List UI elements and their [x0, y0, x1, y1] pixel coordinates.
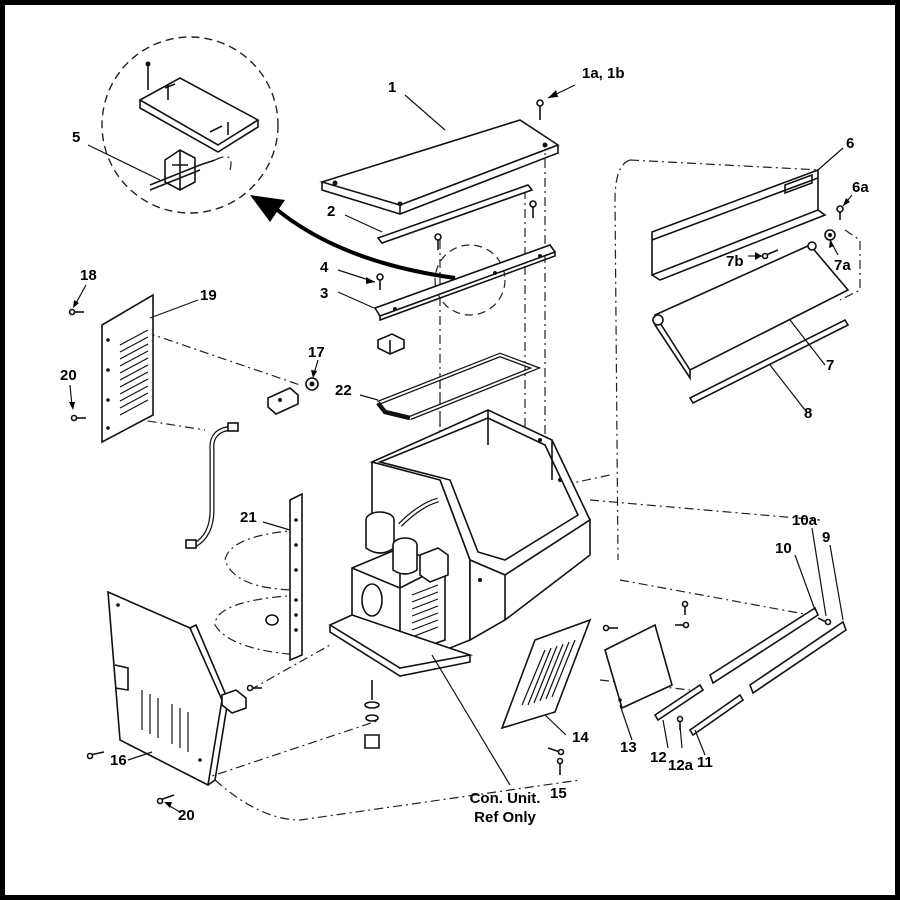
callout-14: 14: [572, 729, 589, 746]
callout-8: 8: [804, 405, 812, 422]
caption-line-2: Ref Only: [474, 809, 536, 826]
callout-labels: 1 1a, 1b 2 3 4 5 6 6a 7 7a 7b 8 9 10 10a…: [60, 65, 869, 824]
part-2-gasket-strip: [376, 184, 534, 244]
callout-7b: 7b: [726, 253, 744, 270]
leader-lines: [69, 84, 853, 813]
callout-19: 19: [200, 287, 217, 304]
part-14-louvered-panel: [500, 618, 592, 730]
caption-line-1: Con. Unit.: [470, 790, 541, 807]
callout-18: 18: [80, 267, 97, 284]
reference-caption: Con. Unit. Ref Only: [470, 790, 541, 826]
callout-7: 7: [826, 357, 834, 374]
callout-17: 17: [308, 344, 325, 361]
base-plate: [328, 614, 474, 677]
callout-3: 3: [320, 285, 328, 302]
callout-20-upper: 20: [60, 367, 77, 384]
callout-5: 5: [72, 129, 80, 146]
screws-top: [376, 99, 544, 290]
part-19-louvered-panel: [101, 293, 154, 444]
callout-20-lower: 20: [178, 807, 195, 824]
part-22-wire-frame: [376, 352, 542, 421]
small-bracket: [377, 333, 405, 355]
callout-11: 11: [697, 754, 713, 771]
part-16-side-panel: [107, 590, 247, 787]
callout-7a: 7a: [834, 257, 851, 274]
part-10-rail: [709, 606, 820, 685]
inset-detail-view: [101, 36, 279, 214]
screws-bottom-middle: [547, 600, 690, 775]
callout-9: 9: [822, 529, 830, 546]
callout-13: 13: [620, 739, 637, 756]
part-13-plate: [604, 623, 673, 710]
screws-lower-left: [86, 684, 262, 805]
callout-1: 1: [388, 79, 396, 96]
part-11-strip: [688, 693, 745, 737]
callout-16: 16: [110, 752, 127, 769]
part-6-front-panel: [651, 168, 827, 281]
callout-2: 2: [327, 203, 335, 220]
part-3-rail: [373, 244, 557, 322]
callout-1a-1b: 1a, 1b: [582, 65, 625, 82]
part-8-strip: [688, 318, 850, 405]
callout-21: 21: [240, 509, 257, 526]
part-7-hinged-panel: [652, 229, 850, 381]
mounting-hardware: [364, 680, 380, 749]
callout-6: 6: [846, 135, 854, 152]
part-12-strip: [653, 683, 705, 722]
part-9-rail: [749, 620, 847, 695]
callout-22: 22: [335, 382, 352, 399]
callout-10a: 10a: [792, 512, 818, 529]
callout-4: 4: [320, 259, 329, 276]
callout-12a: 12a: [668, 757, 694, 774]
callout-6a: 6a: [852, 179, 869, 196]
tubing: [185, 422, 239, 549]
screws-left: [68, 308, 86, 422]
screws-right-lower: [676, 617, 832, 730]
part-1-top-panel: [319, 119, 560, 215]
detail-arrow: [250, 195, 506, 316]
callout-10: 10: [775, 540, 792, 557]
callout-12: 12: [650, 749, 667, 766]
screws-right: [761, 205, 844, 260]
exploded-parts-diagram: 1 1a, 1b 2 3 4 5 6 6a 7 7a 7b 8 9 10 10a…: [60, 36, 869, 826]
part-17-bracket: [267, 377, 319, 415]
part-21-bracket: [265, 492, 303, 662]
callout-15: 15: [550, 785, 567, 802]
